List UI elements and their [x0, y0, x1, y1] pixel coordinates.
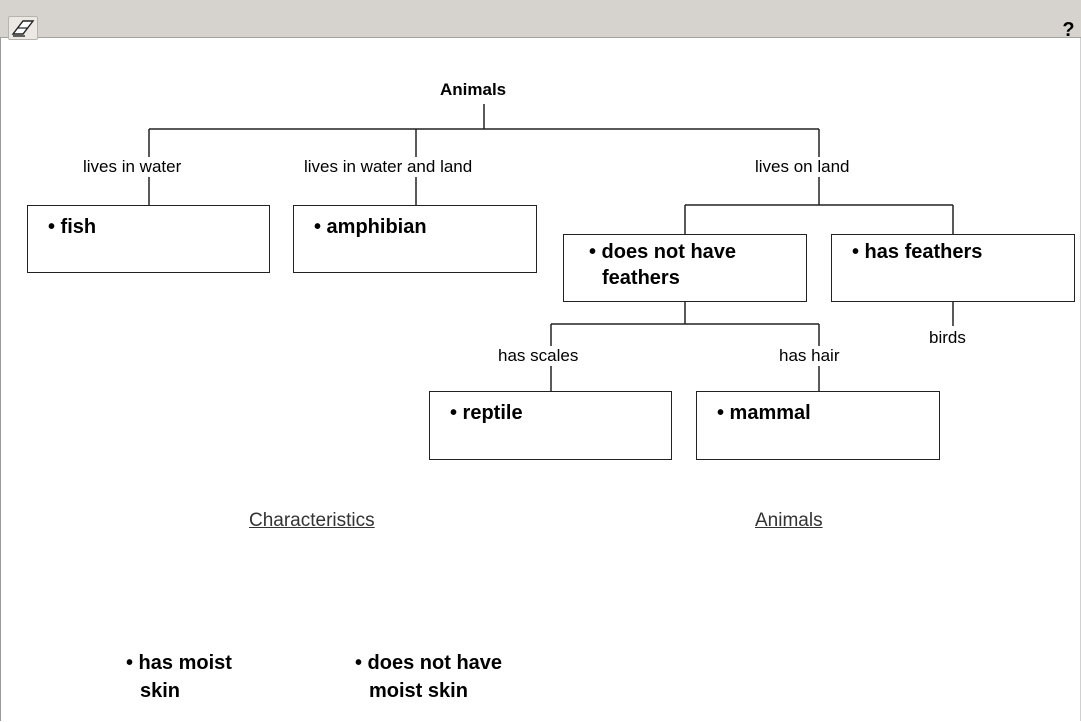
box-does-not-have-feathers-text: • does not have feathers: [589, 239, 736, 291]
eraser-button[interactable]: [8, 16, 38, 40]
root-node-animals: Animals: [440, 80, 507, 99]
label-lives-on-land: lives on land: [754, 157, 851, 177]
box-amphibian-text: • amphibian: [314, 216, 427, 238]
chip-has-moist-skin[interactable]: • has moist skin: [126, 649, 232, 705]
box-has-feathers[interactable]: • has feathers: [831, 234, 1075, 302]
box-line: feathers: [602, 267, 680, 289]
label-lives-in-water: lives in water: [82, 157, 183, 177]
animals-heading: Animals: [755, 510, 823, 531]
chip-line: moist skin: [369, 680, 468, 702]
box-has-feathers-text: • has feathers: [852, 241, 983, 263]
box-amphibian[interactable]: • amphibian: [293, 205, 537, 273]
box-mammal[interactable]: • mammal: [696, 391, 940, 460]
label-has-scales: has scales: [497, 346, 580, 366]
help-button[interactable]: ?: [1062, 19, 1075, 41]
label-has-hair: has hair: [778, 346, 841, 366]
box-line: • does not have: [589, 241, 737, 263]
chip-line: • has moist: [126, 652, 232, 674]
box-mammal-text: • mammal: [717, 402, 811, 424]
label-lives-in-water-and-land: lives in water and land: [303, 157, 474, 177]
characteristics-heading: Characteristics: [249, 510, 375, 531]
box-reptile-text: • reptile: [450, 402, 523, 424]
box-fish[interactable]: • fish: [27, 205, 270, 273]
chip-line: skin: [140, 680, 181, 702]
label-birds: birds: [928, 328, 967, 348]
chip-does-not-have-moist-skin[interactable]: • does not have moist skin: [355, 649, 502, 705]
chip-line: • does not have: [355, 652, 503, 674]
eraser-icon: [11, 20, 35, 37]
box-does-not-have-feathers[interactable]: • does not have feathers: [563, 234, 807, 302]
box-fish-text: • fish: [48, 216, 97, 238]
box-reptile[interactable]: • reptile: [429, 391, 672, 460]
toolbar: ?: [0, 0, 1081, 41]
